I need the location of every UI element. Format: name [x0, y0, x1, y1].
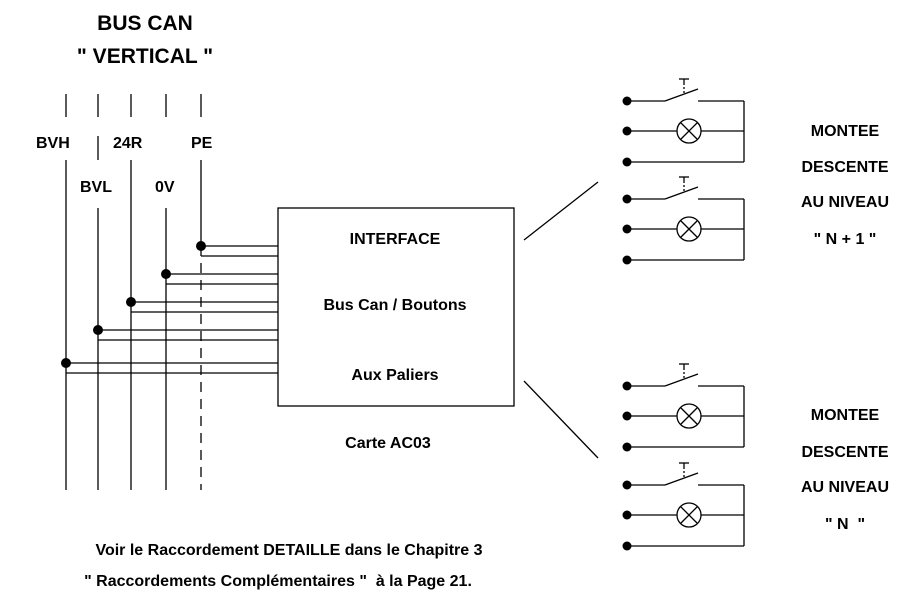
- interface-title: INTERFACE: [350, 231, 441, 248]
- circuit-n1-b: [621, 176, 745, 266]
- level-bottom-line3: AU NIVEAU: [801, 479, 889, 496]
- connector-bottom: [523, 380, 599, 459]
- interface-landings: Aux Paliers: [351, 367, 438, 384]
- title-line1: BUS CAN: [97, 12, 193, 35]
- level-bottom-line2: DESCENTE: [801, 444, 888, 461]
- level-bottom-line4: " N ": [825, 516, 865, 533]
- note-line1: Voir le Raccordement DETAILLE dans le Ch…: [95, 542, 482, 559]
- label-bvl: BVL: [80, 179, 112, 196]
- label-24r: 24R: [113, 135, 143, 152]
- label-pe: PE: [191, 135, 213, 152]
- bus-taps: [66, 245, 278, 374]
- level-top-line1: MONTEE: [811, 123, 880, 140]
- tap-dots: [61, 241, 206, 368]
- label-0v: 0V: [155, 179, 175, 196]
- interface-box: [277, 207, 515, 407]
- interface-subtitle: Bus Can / Boutons: [323, 297, 466, 314]
- connector-top: [523, 181, 599, 241]
- level-top-line4: " N + 1 ": [814, 231, 877, 248]
- bus-stubs: [65, 94, 202, 117]
- circuit-n1-a: [621, 78, 745, 168]
- level-top-line2: DESCENTE: [801, 159, 888, 176]
- circuit-n-a: [621, 363, 745, 453]
- level-top-line3: AU NIVEAU: [801, 194, 889, 211]
- circuit-n-b: [621, 462, 745, 552]
- label-bvh: BVH: [36, 135, 70, 152]
- title-line2: " VERTICAL ": [77, 45, 213, 68]
- interface-caption: Carte AC03: [345, 435, 431, 452]
- level-bottom-line1: MONTEE: [811, 407, 880, 424]
- note-line2: " Raccordements Complémentaires " à la P…: [84, 573, 472, 590]
